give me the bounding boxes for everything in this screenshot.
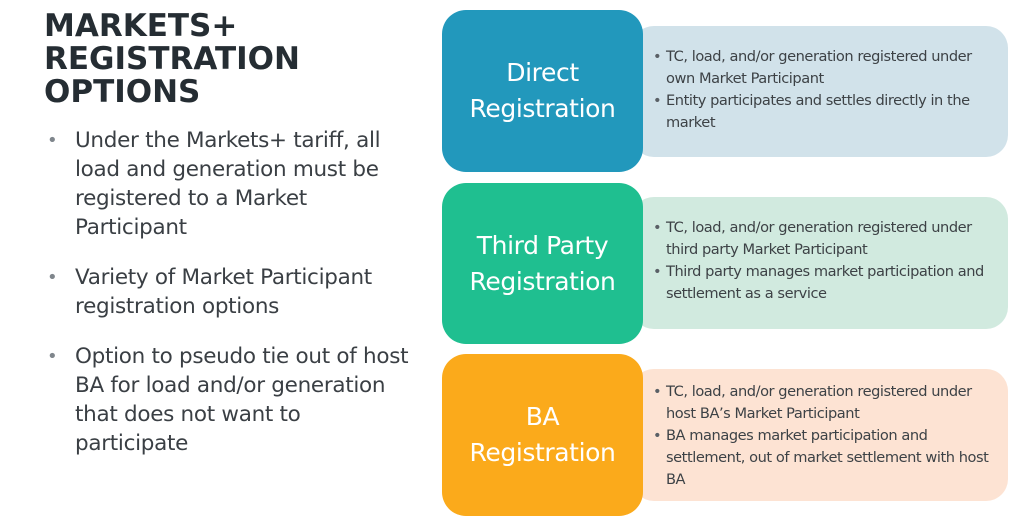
bullet-dot-icon: • bbox=[653, 383, 662, 400]
option-point: •TC, load, and/or generation registered … bbox=[653, 383, 972, 422]
title-line: REGISTRATION bbox=[44, 41, 300, 77]
option-description-panel: •TC, load, and/or generation registered … bbox=[632, 369, 1008, 501]
bullet-dot-icon: • bbox=[47, 346, 58, 367]
option-description-panel: •TC, load, and/or generation registered … bbox=[632, 197, 1008, 329]
option-point: •TC, load, and/or generation registered … bbox=[653, 219, 972, 258]
option-point: •BA manages market participation and set… bbox=[653, 427, 989, 488]
option-point: •Third party manages market participatio… bbox=[653, 263, 984, 302]
option-ba-registration: BA Registration •TC, load, and/or genera… bbox=[442, 354, 1008, 516]
title-line: OPTIONS bbox=[44, 74, 201, 110]
summary-bullet: •Variety of Market Participant registrat… bbox=[47, 265, 372, 319]
bullet-dot-icon: • bbox=[47, 267, 58, 288]
option-third-party-registration: Third Party Registration •TC, load, and/… bbox=[442, 183, 1008, 344]
bullet-dot-icon: • bbox=[653, 427, 662, 444]
bullet-dot-icon: • bbox=[653, 48, 662, 65]
bullet-dot-icon: • bbox=[653, 219, 662, 236]
page-title: MARKETS+ REGISTRATION OPTIONS bbox=[44, 10, 300, 109]
bullet-dot-icon: • bbox=[47, 130, 58, 151]
option-point: •Entity participates and settles directl… bbox=[653, 92, 970, 131]
option-point: •TC, load, and/or generation registered … bbox=[653, 48, 972, 87]
option-direct-registration: Direct Registration •TC, load, and/or ge… bbox=[442, 10, 1008, 172]
summary-bullet: •Under the Markets+ tariff, all load and… bbox=[47, 128, 381, 240]
bullet-dot-icon: • bbox=[653, 92, 662, 109]
summary-bullet: •Option to pseudo tie out of host BA for… bbox=[47, 344, 409, 456]
title-line: MARKETS+ bbox=[44, 8, 238, 44]
option-tile: BA Registration bbox=[442, 354, 643, 516]
summary-bullet-list: •Under the Markets+ tariff, all load and… bbox=[44, 126, 414, 479]
option-tile: Direct Registration bbox=[442, 10, 643, 172]
option-description-panel: •TC, load, and/or generation registered … bbox=[632, 26, 1008, 157]
bullet-dot-icon: • bbox=[653, 263, 662, 280]
option-tile: Third Party Registration bbox=[442, 183, 643, 344]
